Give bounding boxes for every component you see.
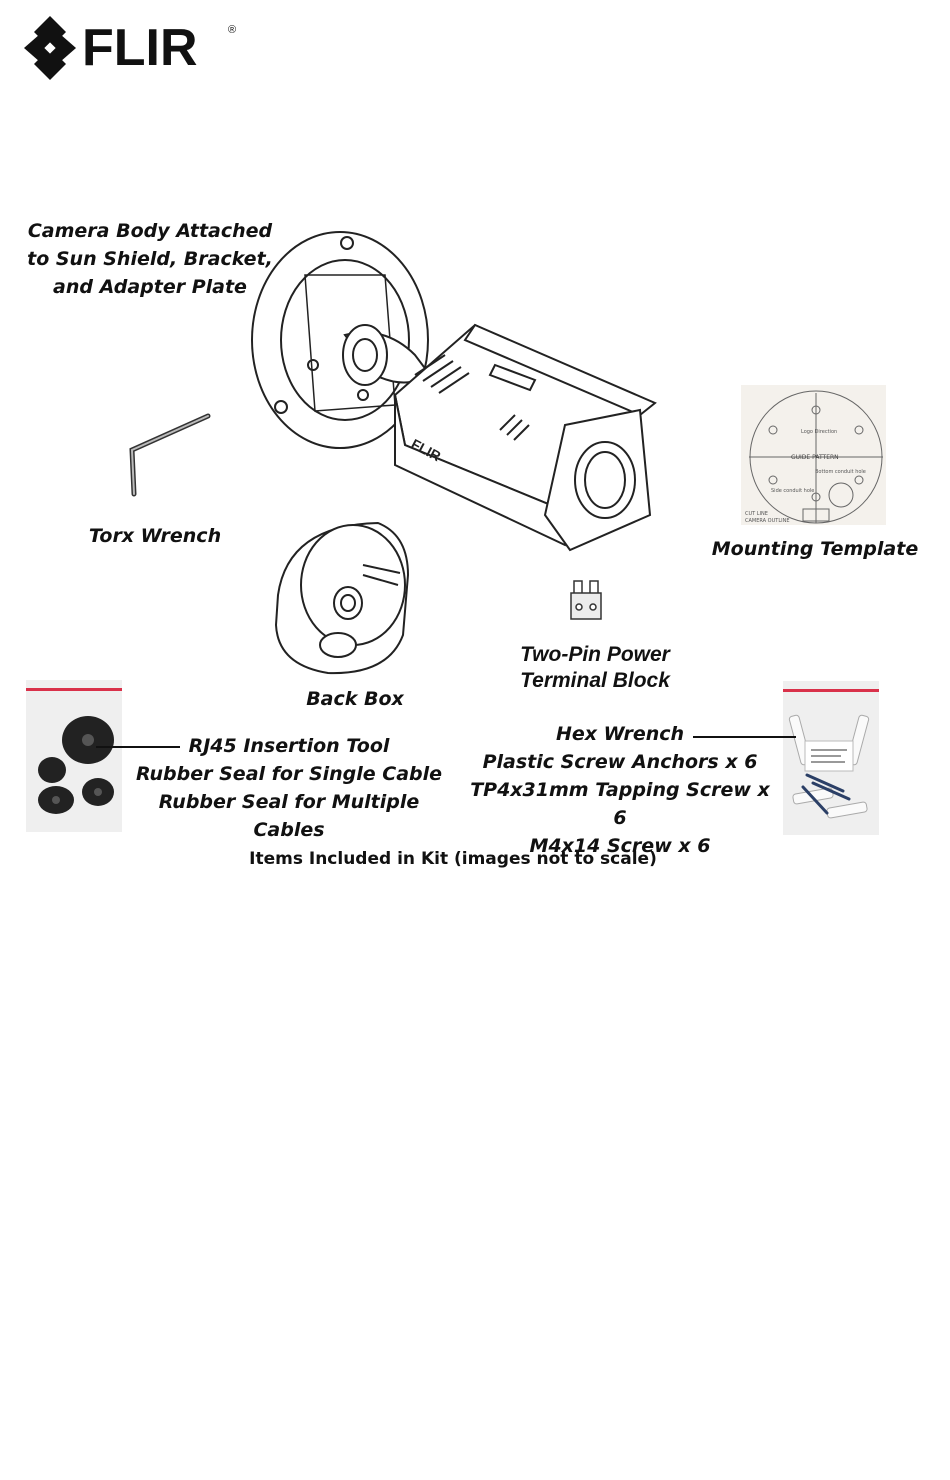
mounting-template-label: Mounting Template	[711, 538, 919, 560]
screw-bag-photo	[783, 681, 879, 835]
terminal-block-icon	[570, 580, 602, 620]
screw-bag-line-2: Plastic Screw Anchors x 6	[482, 751, 758, 773]
template-logo-direction: Logo Direction	[801, 429, 838, 435]
screw-bag-leader	[693, 736, 796, 738]
bag-seal-strip	[783, 689, 879, 692]
seal-bag-line-2: Rubber Seal for Single Cable	[135, 763, 443, 785]
template-guide-pattern: GUIDE PATTERN	[791, 454, 839, 461]
registered-mark: ®	[228, 24, 237, 36]
template-bottom-conduit: Bottom conduit hole	[815, 469, 866, 475]
template-side-conduit: Side conduit hole	[771, 488, 815, 494]
torx-wrench-label: Torx Wrench	[88, 525, 222, 547]
seal-bag-photo	[26, 680, 122, 832]
rubber-seal-icon	[38, 716, 114, 814]
kit-caption: Items Included in Kit (images not to sca…	[249, 849, 657, 869]
flir-logo: FLIR ®	[22, 14, 242, 84]
mounting-template-card: Logo Direction GUIDE PATTERN Bottom cond…	[741, 385, 886, 525]
brand-name: FLIR	[82, 19, 198, 77]
seal-bag-label: RJ45 Insertion Tool Rubber Seal for Sing…	[130, 732, 448, 844]
screws-icon	[788, 714, 870, 819]
screw-bag-line-3: TP4x31mm Tapping Screw x 6	[470, 779, 770, 829]
camera-body-line-2: to Sun Shield, Bracket,	[27, 248, 273, 270]
screw-bag-line-4: M4x14 Screw x 6	[529, 835, 711, 857]
terminal-block-label: Two-Pin Power Terminal Block	[505, 642, 685, 694]
screw-bag-line-1: Hex Wrench	[555, 723, 685, 745]
template-camera-outline: CAMERA OUTLINE	[745, 518, 790, 524]
seal-bag-line-1: RJ45 Insertion Tool	[188, 735, 390, 757]
template-cut-line: CUT LINE	[745, 511, 768, 517]
mounting-template-icon	[749, 390, 883, 524]
torx-wrench-icon	[129, 413, 211, 497]
camera-body-label: Camera Body Attached to Sun Shield, Brac…	[20, 217, 280, 301]
camera-body-line-1: Camera Body Attached	[27, 220, 273, 242]
terminal-block-line-2: Terminal Block	[520, 669, 670, 692]
seal-bag-leader	[96, 746, 180, 748]
screw-bag-label: Hex Wrench Plastic Screw Anchors x 6 TP4…	[470, 720, 770, 860]
camera-body-illustration: FLIR	[251, 231, 657, 552]
camera-body-line-3: and Adapter Plate	[53, 276, 247, 298]
bag-seal-strip	[26, 688, 122, 691]
back-box-illustration	[274, 521, 410, 675]
seal-bag-line-3: Rubber Seal for Multiple Cables	[158, 791, 420, 841]
terminal-block-line-1: Two-Pin Power	[520, 643, 670, 666]
flir-diamond-icon	[24, 16, 76, 80]
back-box-label: Back Box	[306, 688, 404, 710]
